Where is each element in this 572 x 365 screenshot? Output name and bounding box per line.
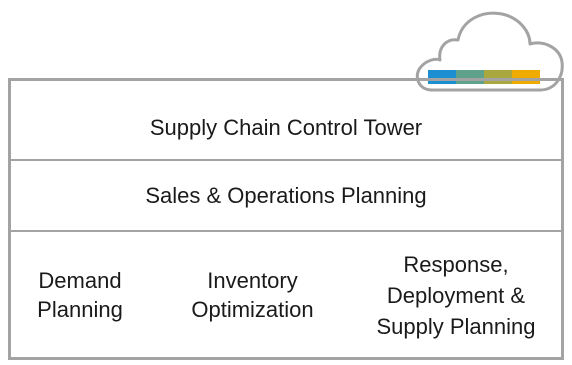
demand-planning-module: Demand Planning [20, 232, 140, 358]
layer-divider [8, 230, 564, 232]
inventory-optimization-module: Inventory Optimization [170, 232, 335, 358]
control-tower-label: Supply Chain Control Tower [149, 115, 423, 140]
sop-label: Sales & Operations Planning [145, 183, 427, 208]
supply-planning-module: Response, Deployment & Supply Planning [350, 232, 562, 358]
inventory-optimization-label: Inventory Optimization [191, 268, 314, 322]
control-tower-layer: Supply Chain Control Tower [8, 96, 564, 160]
architecture-frame [8, 78, 564, 360]
layer-divider [8, 159, 564, 161]
sop-layer: Sales & Operations Planning [8, 162, 564, 230]
demand-planning-label: Demand Planning [37, 268, 123, 322]
supply-planning-label: Response, Deployment & Supply Planning [376, 251, 536, 339]
